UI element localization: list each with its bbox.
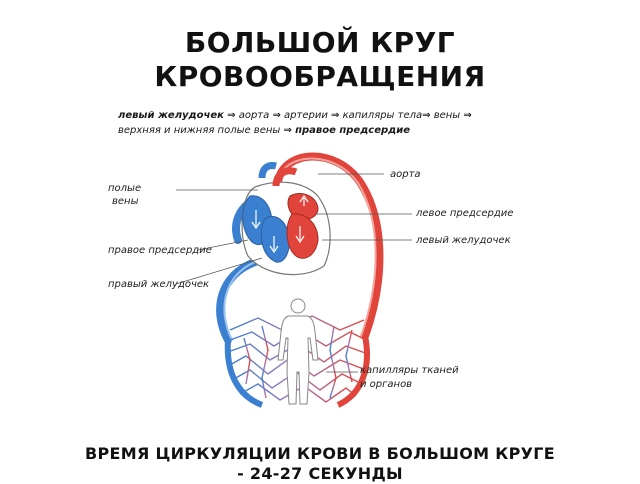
heart xyxy=(241,162,331,276)
title-line-2: КРОВООБРАЩЕНИЯ xyxy=(154,60,486,93)
label-capillaries-line-1: капилляры тканей xyxy=(360,365,459,376)
slide-title: БОЛЬШОЙ КРУГ КРОВООБРАЩЕНИЯ xyxy=(0,26,640,94)
label-vena-cava: полые вены xyxy=(108,182,141,208)
label-capillaries-line-2: и органов xyxy=(360,379,413,390)
leader-lines xyxy=(175,173,412,373)
label-veny: вены xyxy=(112,196,139,207)
path-aorta: аорта xyxy=(238,110,270,121)
path-veins: вены xyxy=(433,110,461,121)
path-left-ventricle: левый желудочек xyxy=(118,110,224,121)
circulation-path-text: левый желудочек ⇒ аорта ⇒ артерии ⇒ капи… xyxy=(118,108,538,138)
label-capillaries: капилляры тканей и органов xyxy=(360,364,459,392)
path-vena-cava: верхняя и нижняя полые вены xyxy=(118,125,281,136)
path-arrow: ⇒ xyxy=(331,110,340,121)
left-ventricle-shape xyxy=(286,213,319,259)
path-arrow: ⇒ xyxy=(463,110,472,121)
title-line-1: БОЛЬШОЙ КРУГ xyxy=(184,26,456,59)
label-polye: полые xyxy=(108,183,142,194)
label-left-ventricle: левый желудочек xyxy=(416,235,511,246)
right-ventricle-shape xyxy=(260,216,290,263)
path-arrow: ⇒ xyxy=(422,110,431,121)
footer-line-1: ВРЕМЯ ЦИРКУЛЯЦИИ КРОВИ В БОЛЬШОМ КРУГЕ xyxy=(85,444,555,463)
path-arrow: ⇒ xyxy=(272,110,281,121)
path-arteries: артерии xyxy=(284,110,328,121)
path-arrow: ⇒ xyxy=(283,125,292,136)
artery-loop xyxy=(274,152,384,340)
label-right-ventricle: правый желудочек xyxy=(108,279,210,290)
label-aorta: аорта xyxy=(390,169,421,180)
footer-line-2: - 24-27 СЕКУНДЫ xyxy=(237,464,403,483)
human-silhouette xyxy=(277,298,319,405)
left-atrium-shape xyxy=(287,193,319,221)
path-line-2: верхняя и нижняя полые вены ⇒ правое пре… xyxy=(118,123,538,138)
circulation-time-caption: ВРЕМЯ ЦИРКУЛЯЦИИ КРОВИ В БОЛЬШОМ КРУГЕ -… xyxy=(0,444,640,484)
path-right-atrium: правое предсердие xyxy=(295,125,410,136)
path-line-1: левый желудочек ⇒ аорта ⇒ артерии ⇒ капи… xyxy=(118,108,538,123)
path-capillaries: капиляры тела xyxy=(342,110,423,121)
path-arrow: ⇒ xyxy=(227,110,236,121)
label-right-atrium: правое предсердие xyxy=(108,245,212,256)
label-left-atrium: левое предсердие xyxy=(416,208,514,219)
